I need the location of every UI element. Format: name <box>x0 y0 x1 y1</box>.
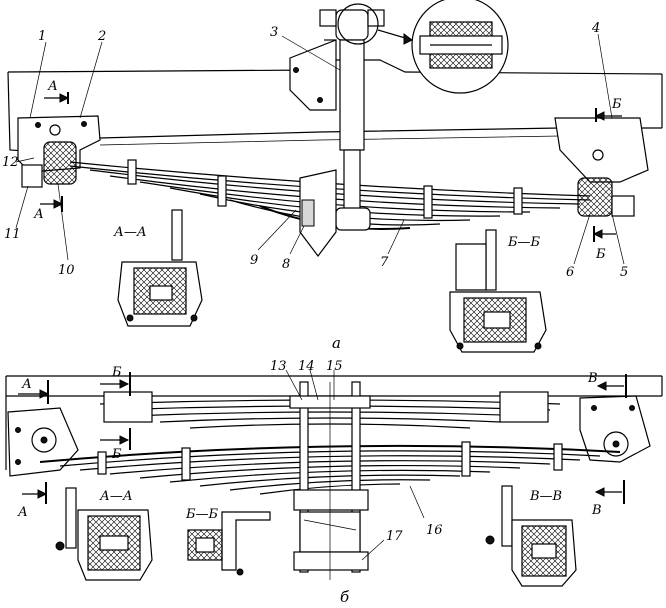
section-marker-v: В В <box>587 371 627 518</box>
callout-13: 13 <box>270 359 287 374</box>
section-bb-bottom: Б—Б <box>185 507 271 576</box>
callout-8: 8 <box>282 257 290 272</box>
section-bb-top: Б—Б <box>449 229 547 353</box>
shock-bracket <box>289 39 337 111</box>
callout-1: 1 <box>38 29 46 44</box>
callout-7: 7 <box>380 255 389 270</box>
bump-stop <box>301 199 315 227</box>
spring-clip <box>181 447 191 481</box>
cushion-cap-left <box>21 164 43 188</box>
pin <box>40 436 48 444</box>
rubber-cushion-right <box>577 177 613 217</box>
section-title: Б—Б <box>507 235 541 250</box>
bolt <box>49 124 61 136</box>
rivet <box>317 97 323 103</box>
leader-lines-top <box>15 33 625 265</box>
callout-6: 6 <box>566 265 574 280</box>
callout-14: 14 <box>298 359 315 374</box>
section-aa-bottom: А—А <box>55 487 153 581</box>
caption-a: а <box>332 334 341 352</box>
section-marker-a-bottom: А <box>33 196 64 222</box>
spring-clip <box>217 175 227 207</box>
bracket-right-bottom <box>579 395 651 463</box>
section-title: А—А <box>113 225 147 240</box>
rivet <box>35 122 41 128</box>
caption-b: б <box>340 588 350 606</box>
section-letter: Б <box>111 447 122 462</box>
section-title: А—А <box>99 489 133 504</box>
axle-pad <box>299 169 337 257</box>
section-marker-a-top: А <box>44 79 70 104</box>
section-letter: В <box>591 503 602 518</box>
section-marker-b-bottom-view: Б Б <box>100 365 131 462</box>
detail-magnifier <box>337 0 509 94</box>
front-suspension-view: А А Б Б А—А <box>2 0 663 353</box>
rivet <box>81 121 87 127</box>
pin <box>612 440 620 448</box>
section-letter: А <box>33 207 44 222</box>
spring-clip <box>423 185 433 219</box>
aux-spring-pad-left <box>103 391 153 423</box>
callout-5: 5 <box>620 265 628 280</box>
section-letter: Б <box>111 365 122 380</box>
callout-2: 2 <box>97 29 106 44</box>
section-vv-bottom: В—В <box>485 485 577 587</box>
eye <box>31 427 57 453</box>
bolt <box>592 149 604 161</box>
rear-suspension-view: А А Б Б В В А—А <box>5 359 663 606</box>
rivet <box>15 459 21 465</box>
spring-clip <box>461 441 471 477</box>
rivet <box>629 405 635 411</box>
callout-3: 3 <box>270 25 278 40</box>
section-title: Б—Б <box>185 507 219 522</box>
callout-11: 11 <box>4 227 21 242</box>
shock-absorber <box>319 9 385 231</box>
section-letter: А <box>47 79 58 94</box>
center-clamp <box>289 381 371 580</box>
spring-clip <box>553 443 563 471</box>
section-letter: Б <box>595 247 606 262</box>
callout-10: 10 <box>58 263 75 278</box>
section-marker-b-bottom: Б <box>592 226 616 262</box>
callout-16: 16 <box>426 523 443 538</box>
section-marker-a-bottom-view: А А <box>17 377 50 520</box>
spring-clip <box>127 159 137 185</box>
section-marker-b-top: Б <box>594 97 622 122</box>
aux-spring-pad-right <box>499 391 549 423</box>
rivet <box>15 427 21 433</box>
section-aa-top: А—А <box>113 209 203 327</box>
callout-9: 9 <box>250 253 258 268</box>
section-letter: Б <box>611 97 622 112</box>
section-title: В—В <box>529 489 562 504</box>
rivet <box>293 67 299 73</box>
spring-clip <box>97 451 107 475</box>
callout-4: 4 <box>591 21 600 36</box>
rivet <box>591 405 597 411</box>
section-letter: В <box>587 371 598 386</box>
eye <box>603 431 629 457</box>
frame-inner-line <box>99 135 561 146</box>
spring-clip <box>513 187 523 215</box>
section-letter: А <box>17 505 28 520</box>
cushion-cap-right <box>611 195 635 217</box>
callout-12: 12 <box>2 155 19 170</box>
rubber-cushion-left <box>43 141 77 185</box>
callout-17: 17 <box>386 529 403 544</box>
rear-bracket-right <box>554 117 649 183</box>
callout-15: 15 <box>326 359 343 374</box>
section-letter: А <box>21 377 32 392</box>
leader-lines-bottom <box>285 369 425 561</box>
